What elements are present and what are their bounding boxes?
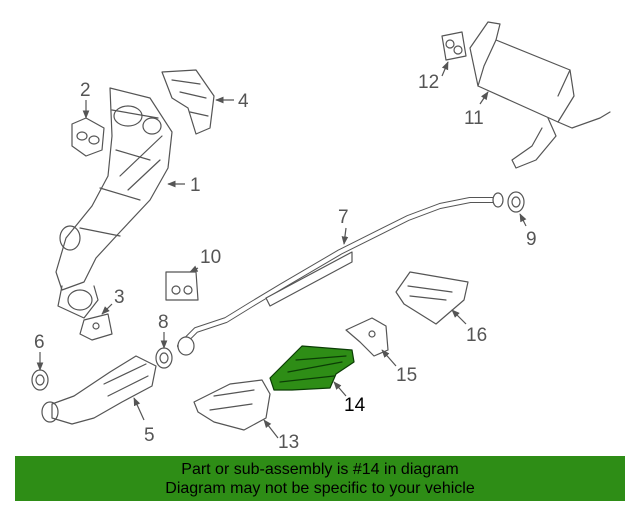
front-catalyst [41, 355, 157, 425]
callout-5: 5 [144, 425, 155, 446]
muffler-hanger [441, 31, 467, 61]
gasket-round [507, 191, 525, 213]
hanger-rubber [165, 271, 199, 301]
exhaust-parts-diagram: 1 2 3 4 5 6 7 8 9 10 11 12 13 14 15 16 [31, 21, 611, 453]
heat-shield-lower [193, 379, 271, 431]
muffler [469, 21, 611, 169]
callout-16: 16 [466, 325, 487, 346]
info-banner: Part or sub-assembly is #14 in diagram D… [15, 456, 625, 501]
callout-2: 2 [80, 80, 91, 101]
banner-line-1: Part or sub-assembly is #14 in diagram [181, 460, 459, 478]
heat-shield-rear [395, 271, 469, 325]
banner-line-2: Diagram may not be specific to your vehi… [165, 479, 475, 497]
callout-14: 14 [344, 395, 366, 416]
highlighted-part-14[interactable] [269, 345, 355, 391]
callout-13: 13 [278, 432, 299, 453]
exhaust-manifold-catalyst [55, 87, 173, 319]
callout-8: 8 [158, 312, 169, 333]
gasket-ring-small [31, 369, 49, 391]
callout-10: 10 [200, 247, 221, 268]
bracket [79, 313, 113, 341]
callout-9: 9 [526, 229, 537, 250]
callout-4: 4 [238, 91, 249, 112]
callout-6: 6 [34, 332, 45, 353]
center-pipe [177, 192, 504, 356]
heat-shield-upper [161, 69, 215, 135]
callout-12: 12 [418, 72, 439, 93]
callout-3: 3 [114, 287, 125, 308]
manifold-gasket [71, 117, 105, 157]
callout-11: 11 [464, 108, 484, 129]
callout-7: 7 [338, 207, 349, 228]
callout-1: 1 [190, 175, 201, 196]
gasket-ring [155, 347, 173, 369]
callout-15: 15 [396, 365, 417, 386]
